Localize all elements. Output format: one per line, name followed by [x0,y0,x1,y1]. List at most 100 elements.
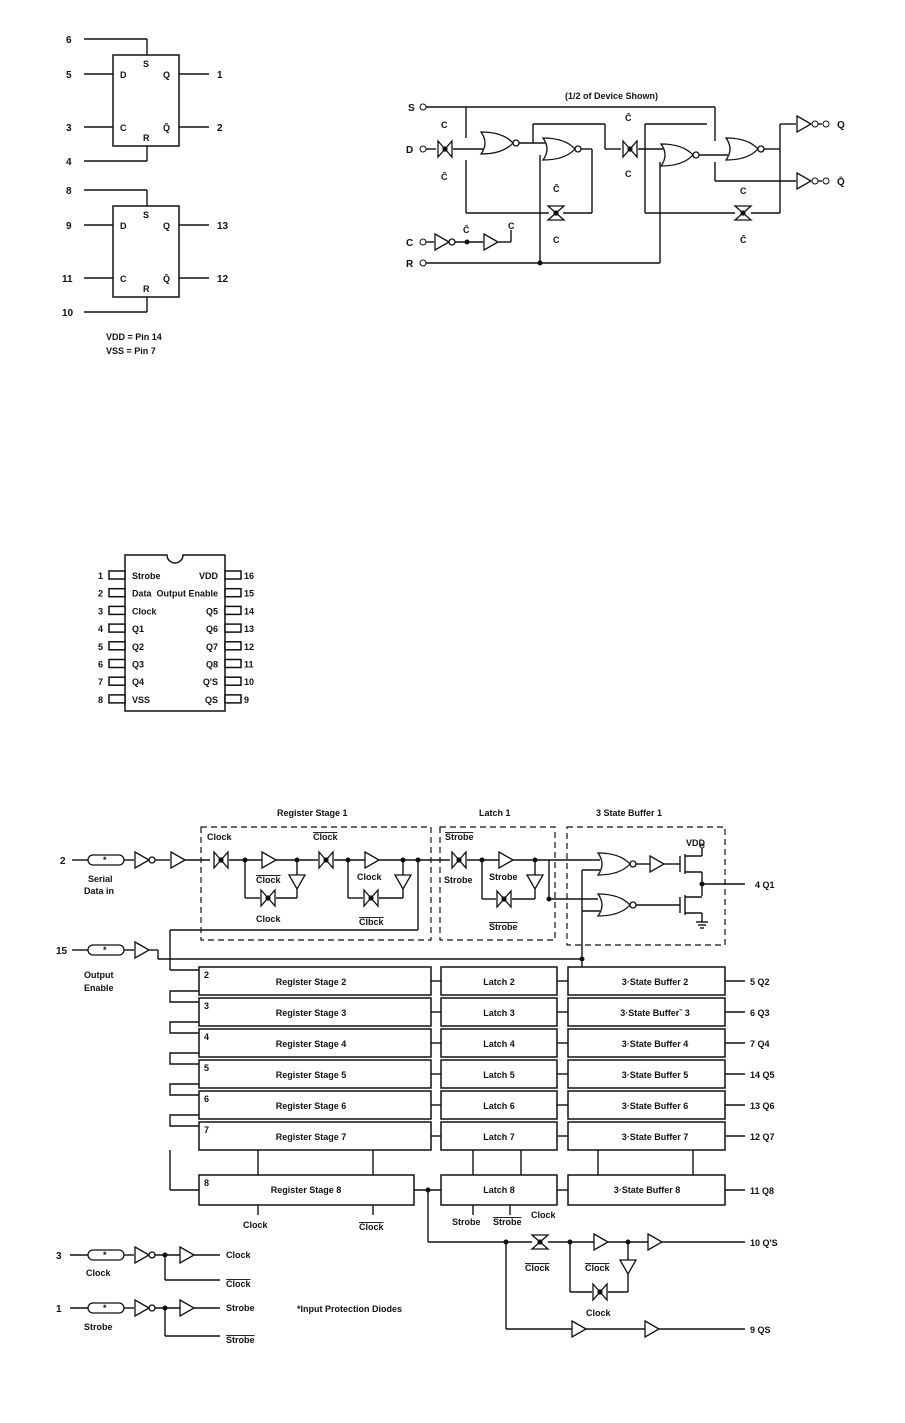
pin-name: Clock [132,606,158,616]
pin-stub [108,641,126,651]
svg-text:Strobe: Strobe [493,1217,522,1227]
pin-name: Q8 [206,660,218,670]
buffer [567,1090,726,1120]
svg-text:Strobe: Strobe [489,922,518,932]
pin-reset-a: 4 [66,157,72,168]
carry-line [169,1083,199,1096]
svg-text:Register Stage 8: Register Stage 8 [271,1185,342,1195]
pin-number: 6 [98,660,103,670]
svg-text:Clock: Clock [226,1279,252,1289]
pin-name: Q4 [132,677,144,687]
buffer-8 [567,1174,726,1206]
label-c: C [120,274,127,284]
buffer-1-detail: VDD 4 Q1 [581,838,775,967]
svg-text:Strobe: Strobe [84,1322,113,1332]
buffer [567,1121,726,1151]
pin-stub [108,587,126,598]
svg-text:VDD: VDD [686,838,706,848]
svg-text:C: C [625,169,632,179]
buffer-label: 3·State Bufferˇ 3 [620,1008,690,1018]
pin-number: 4 [98,624,103,634]
svg-text:*: * [103,1250,107,1260]
output-label: 7 Q4 [750,1039,770,1049]
pin-set-b: 8 [66,186,72,197]
svg-text:Clock: Clock [531,1210,557,1220]
output-enable-input: 15 * Output Enable [56,941,585,993]
strobe-input: 1 * Strobe Strobe Strobe [56,1299,255,1345]
pin-number: 1 [98,571,103,581]
svg-text:Strobe: Strobe [226,1335,255,1345]
register-stage-8 [198,1174,415,1206]
protection-note: *Input Protection Diodes [297,1304,402,1314]
carry-line [169,1114,199,1127]
clock-input: 3 * Clock Clock Clock [56,1246,252,1289]
pin-stub [224,694,242,704]
buffer-label: 3·State Buffer 7 [622,1132,689,1142]
pin-name: QS [205,695,218,705]
svg-text:C: C [441,120,448,130]
flip-flop-b: 8 9 11 10 13 12 D C S R Q Q̄ [62,186,229,319]
label-q: Q [163,70,170,80]
label-d: D [120,221,127,231]
qs-prime-path: Clock Clock 10 Q'S Clock Clock [427,1190,778,1318]
carry-line [169,990,199,1003]
svg-text:Output: Output [84,970,114,980]
stage-number: 7 [204,1125,209,1135]
latch [440,1121,558,1151]
pin-number: 12 [244,642,254,652]
qs-path: 9 QS [505,1242,771,1338]
svg-text:C: C [553,235,560,245]
svg-text:Strobe: Strobe [226,1303,255,1313]
stage-number: 2 [204,970,209,980]
register-stage [198,1028,432,1058]
svg-text:Clock: Clock [525,1263,551,1273]
register-stage [198,1121,432,1151]
pin-number: 11 [244,660,254,670]
output-qs: 9 QS [750,1325,771,1335]
label-s: S [143,210,149,220]
register-stage [198,997,432,1027]
svg-text:Strobe: Strobe [445,832,474,842]
pin-stub [108,605,126,616]
pin-number: 8 [98,695,103,705]
pin-set-a: 6 [66,35,72,46]
pin-q-a: 1 [217,70,223,81]
stage-number: 3 [204,1001,209,1011]
register-label: Register Stage 7 [276,1132,347,1142]
svg-text:*: * [103,1303,107,1313]
buffer [567,1028,726,1058]
header-register: Register Stage 1 [277,808,348,818]
pin-name: VDD [199,571,219,581]
pin-stub [108,676,126,686]
pin-name: Q'S [203,677,218,687]
flip-flop-a: 6 5 3 4 1 2 D C S R Q Q̄ [66,35,223,168]
input-d: D [406,145,413,156]
pin-stub [108,658,126,669]
pin-name: Q7 [206,642,218,652]
pin-number: 5 [98,642,103,652]
pin-stub [224,605,242,616]
header-latch: Latch 1 [479,808,511,818]
row-8: 8 Register Stage 8 Latch 8 3·State Buffe… [169,1150,774,1232]
pin-number: 2 [98,589,103,599]
pin-name: Strobe [132,571,161,581]
label-d: D [120,70,127,80]
svg-text:Clock: Clock [243,1220,269,1230]
label-s: S [143,59,149,69]
logic-diagram: (1/2 of Device Shown) S D C R [406,91,845,270]
label-c: C [120,123,127,133]
output-qbar: Q̄ [837,176,845,188]
pin-name: Data [132,589,153,599]
label-q: Q [163,221,170,231]
pin-clk-b: 11 [62,274,73,285]
vss-note: VSS = Pin 7 [106,346,156,356]
svg-text:C̄: C̄ [463,225,470,235]
pin-stub [108,694,126,704]
pin-stub [224,676,242,686]
buffer [567,997,726,1027]
pin-name: Q1 [132,624,144,634]
pin-stub [108,623,126,633]
pin-number: 16 [244,571,254,581]
